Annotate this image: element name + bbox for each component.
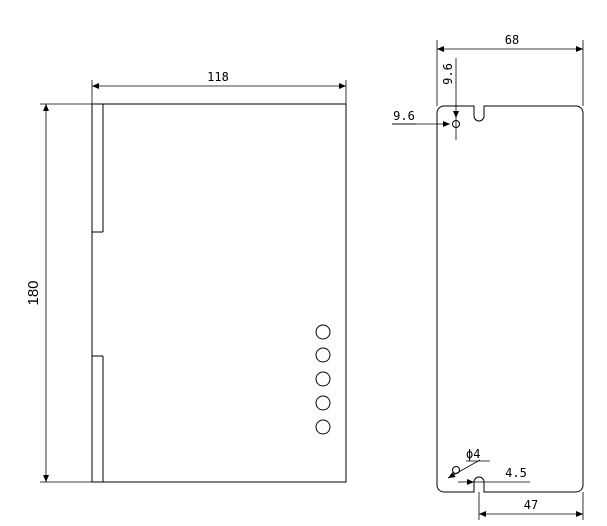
indicator-hole [315,324,331,340]
side-enclosure-outline [436,105,584,493]
indicator-hole [315,395,331,411]
slot-position-label: 47 [524,498,538,512]
top-offset-dimension: 9.6 [441,58,459,118]
front-width-dimension: 118 [91,70,347,104]
front-height-label: 180 [25,280,42,305]
left-offset-label: 9.6 [393,109,415,123]
side-view: 68 9.6 9.6 ϕ4 4.5 47 [392,33,584,520]
indicator-column [315,324,331,435]
front-enclosure-outline [91,103,347,483]
slot-offset-dimension: 4.5 [458,466,530,485]
left-offset-dimension: 9.6 [392,109,450,127]
indicator-hole [315,347,331,363]
front-view: 118 180 [25,70,347,483]
hole-diameter-label: ϕ4 [466,447,480,461]
hole-diameter-callout: ϕ4 [447,447,490,479]
slot-offset-label: 4.5 [505,466,527,480]
indicator-hole [315,419,331,435]
indicator-hole [315,371,331,387]
top-offset-label: 9.6 [441,63,455,85]
front-width-label: 118 [207,70,229,84]
side-width-dimension: 68 [436,33,584,106]
slot-position-dimension: 47 [478,492,584,520]
side-width-label: 68 [505,33,519,47]
front-height-dimension: 180 [25,103,92,483]
